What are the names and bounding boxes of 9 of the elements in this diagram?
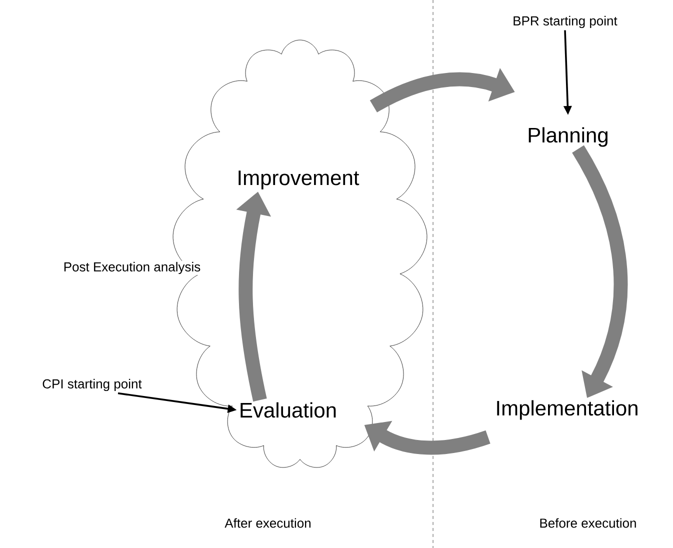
section-label: Before execution — [540, 518, 636, 528]
step-label: Evaluation — [240, 402, 336, 418]
edge-label: Post Execution analysis — [62, 260, 202, 276]
step-label: Improvement — [238, 170, 360, 190]
step-label: Planning — [528, 127, 608, 147]
note-text: BPR starting point — [514, 16, 618, 28]
section-label: After execution — [224, 518, 310, 528]
note-text: CPI starting point — [42, 378, 142, 392]
step-label: Implementation — [497, 400, 638, 420]
